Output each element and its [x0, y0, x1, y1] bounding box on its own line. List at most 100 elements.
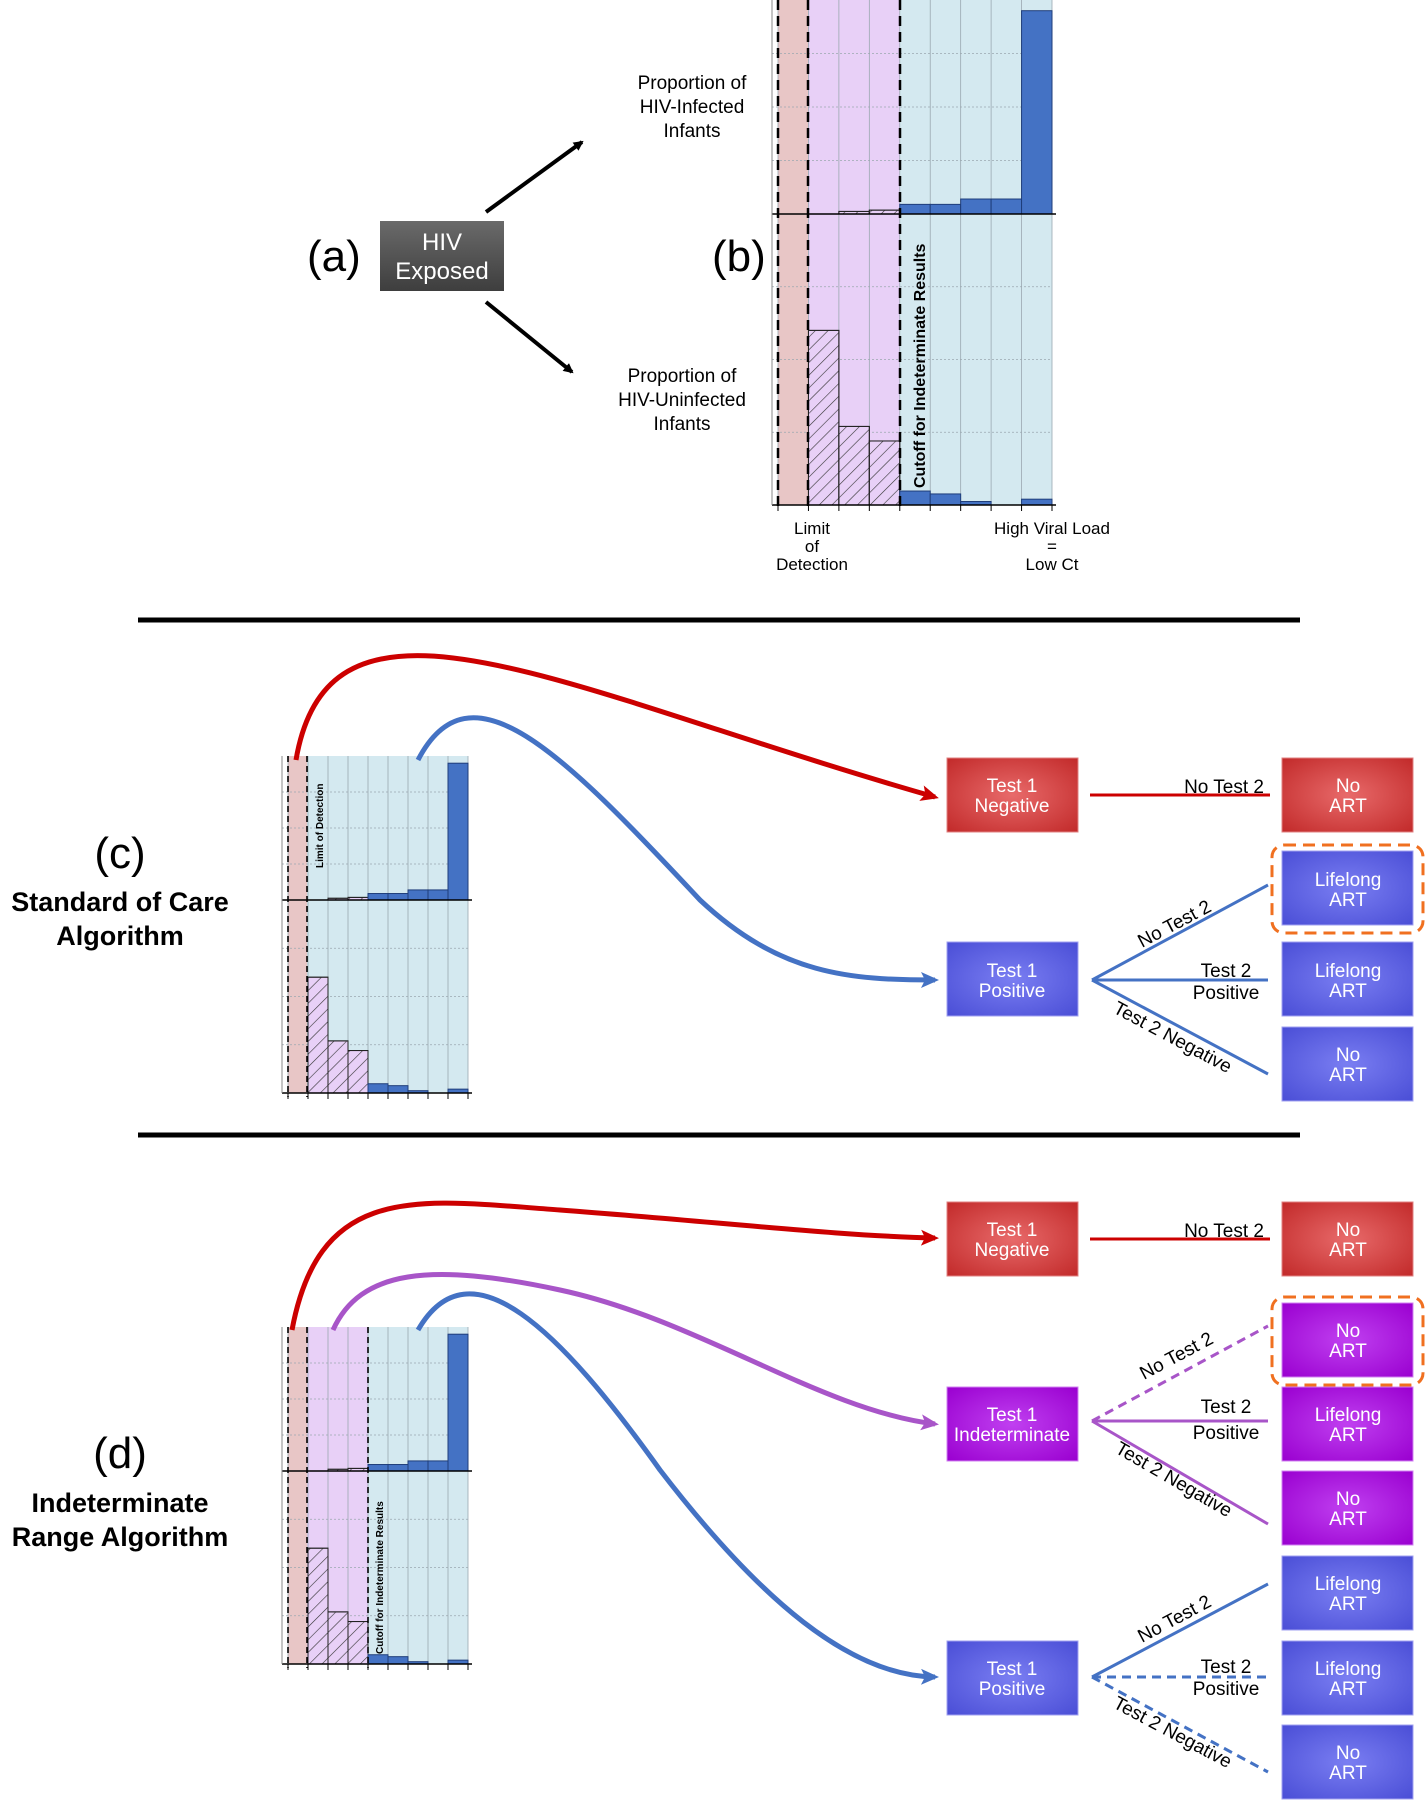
svg-text:No: No: [1336, 776, 1360, 797]
test1-positive-box-c: Test 1 Positive: [946, 941, 1079, 1017]
svg-text:ART: ART: [1329, 1240, 1367, 1261]
curve-blue-c: [415, 715, 939, 988]
svg-text:of: of: [805, 537, 819, 556]
zone-below-detection: [778, 0, 808, 505]
test1-positive-box-d: Test 1 Positive: [946, 1640, 1079, 1716]
bar-uninfected: [367, 1654, 389, 1665]
curve-purple-d: [330, 1272, 939, 1431]
uninfected-ylabel: Proportion of HIV-Uninfected Infants: [618, 366, 746, 435]
high-viral-load-label: High Viral Load = Low Ct: [994, 519, 1110, 574]
svg-text:Infants: Infants: [653, 414, 710, 435]
bar-uninfected-hatched: [327, 1611, 349, 1665]
bar-uninfected: [367, 1083, 389, 1094]
svg-text:Limit: Limit: [794, 519, 830, 538]
no-art-box-c1: No ART: [1281, 757, 1414, 833]
infected-ylabel: Proportion of HIV-Infected Infants: [638, 73, 748, 142]
svg-text:Positive: Positive: [979, 981, 1046, 1002]
svg-text:ART: ART: [1329, 1509, 1367, 1530]
lifelong-art-box-c1: Lifelong ART: [1281, 850, 1414, 926]
lod-label-c: Limit of Detection: [315, 784, 326, 868]
svg-text:ART: ART: [1329, 890, 1367, 911]
branch-line-no-test2-purple-d: [1091, 1324, 1269, 1423]
svg-text:Proportion of: Proportion of: [638, 73, 748, 94]
branch-label-no-test2-c: No Test 2: [1134, 896, 1214, 952]
bar-uninfected-hatched: [347, 1621, 369, 1665]
lifelong-art-box-d3: Lifelong ART: [1281, 1640, 1414, 1716]
hiv-exposed-box: HIV Exposed: [380, 221, 504, 291]
viral-load-chart-b: [771, 0, 1056, 511]
svg-text:HIV-Uninfected: HIV-Uninfected: [618, 390, 746, 411]
bar-infected: [367, 893, 389, 901]
lifelong-art-box-d1: Lifelong ART: [1281, 1386, 1414, 1462]
curve-red-c: [293, 653, 939, 801]
zone-below-detection: [288, 756, 307, 1093]
bar-uninfected: [387, 1085, 409, 1094]
svg-text:Negative: Negative: [975, 1240, 1050, 1261]
branch-line-test2-negative-c: [1091, 978, 1269, 1076]
svg-text:No: No: [1336, 1220, 1360, 1241]
bar-uninfected-hatched: [807, 329, 840, 506]
no-art-box-d1: No ART: [1281, 1201, 1414, 1277]
branch-label-test2-negative-blue-d: Test 2 Negative: [1110, 1693, 1235, 1773]
hiv-exposed-line2: Exposed: [395, 258, 488, 285]
test1-negative-box-d: Test 1 Negative: [946, 1201, 1079, 1277]
svg-text:ART: ART: [1329, 981, 1367, 1002]
viral-load-chart-d: [281, 1327, 472, 1670]
svg-text:ART: ART: [1329, 1763, 1367, 1784]
bar-uninfected: [1021, 498, 1053, 506]
bar-infected: [387, 1464, 409, 1472]
svg-text:=: =: [1047, 537, 1057, 556]
bar-infected: [427, 1460, 449, 1472]
svg-text:Test 1: Test 1: [987, 961, 1038, 982]
bar-infected: [960, 198, 992, 215]
viral-load-chart-c: [281, 756, 472, 1099]
svg-text:No: No: [1336, 1743, 1360, 1764]
algorithm-title-c-line1: Standard of Care: [11, 887, 229, 917]
cutoff-label-d: Cutoff for Indeterminate Results: [375, 1501, 386, 1654]
branch-label-test2-positive-blue-d-line2: Positive: [1193, 1679, 1260, 1700]
lifelong-art-box-c2: Lifelong ART: [1281, 941, 1414, 1017]
branch-label-test2-positive-c-line1: Test 2: [1201, 961, 1252, 982]
no-art-box-d4: No ART: [1281, 1724, 1414, 1800]
bar-infected: [407, 889, 429, 901]
bar-uninfected: [387, 1656, 409, 1665]
panel-label-d: (d): [93, 1429, 147, 1478]
svg-text:ART: ART: [1329, 1594, 1367, 1615]
branch-line-test2-negative-blue-d: [1091, 1675, 1269, 1774]
branch-label-test2-positive-purple-d-line1: Test 2: [1201, 1397, 1252, 1418]
curve-blue-d: [415, 1291, 939, 1685]
panel-label-b: (b): [712, 232, 766, 281]
bar-uninfected-hatched: [868, 440, 901, 506]
svg-text:ART: ART: [1329, 1341, 1367, 1362]
svg-text:Test 1: Test 1: [987, 1220, 1038, 1241]
branch-label-test2-positive-c-line2: Positive: [1193, 983, 1260, 1004]
svg-text:Test 1: Test 1: [987, 1405, 1038, 1426]
svg-text:No: No: [1336, 1489, 1360, 1510]
bar-uninfected-hatched: [307, 976, 329, 1094]
highlight-outline-c: [1270, 843, 1425, 935]
bar-infected: [990, 198, 1023, 215]
svg-text:Test 1: Test 1: [987, 1659, 1038, 1680]
no-art-box-d2: No ART: [1281, 1302, 1414, 1378]
bar-uninfected-hatched: [838, 425, 870, 506]
svg-text:ART: ART: [1329, 1679, 1367, 1700]
branch-label-test2-negative-c: Test 2 Negative: [1110, 998, 1235, 1078]
bar-infected: [929, 203, 962, 215]
bar-uninfected-hatched: [307, 1547, 329, 1665]
bar-infected: [447, 762, 469, 901]
branch-line-test2-negative-purple-d: [1091, 1419, 1269, 1526]
svg-text:Proportion of: Proportion of: [628, 366, 738, 387]
bar-infected: [407, 1460, 429, 1472]
svg-text:Lifelong: Lifelong: [1315, 870, 1382, 891]
no-art-box-d3: No ART: [1281, 1470, 1414, 1546]
test1-negative-box-c: Test 1 Negative: [946, 757, 1079, 833]
bar-infected: [367, 1464, 389, 1472]
no-art-box-c2: No ART: [1281, 1026, 1414, 1102]
algorithm-title-d-line2: Range Algorithm: [12, 1522, 229, 1552]
svg-text:ART: ART: [1329, 796, 1367, 817]
arrow-to-uninfected: [484, 300, 574, 374]
svg-text:Lifelong: Lifelong: [1315, 1405, 1382, 1426]
bar-uninfected: [929, 493, 962, 506]
svg-text:Test 1: Test 1: [987, 776, 1038, 797]
curve-red-d: [289, 1200, 939, 1331]
